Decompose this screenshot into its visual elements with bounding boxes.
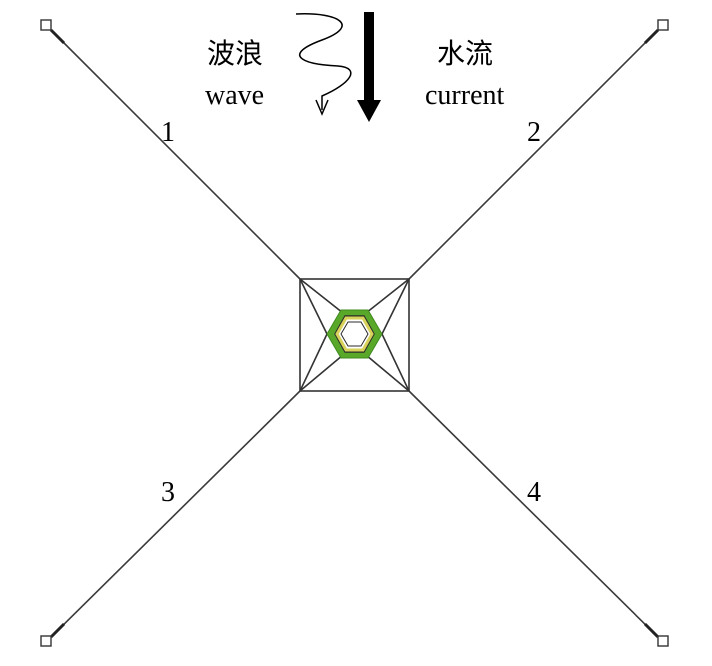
mooring-line-1 [46,25,301,280]
mooring-line-2 [408,25,663,280]
bridle-line [381,278,410,335]
mooring-line-4 [408,390,663,642]
bridle-line [299,354,344,392]
frame-square [299,278,410,392]
wave-label-zh: 波浪 [207,37,263,70]
mooring-line-number-4: 4 [527,477,541,508]
mooring-lines [46,25,663,642]
hexagon-cage-icon [326,309,383,359]
wavy-arrow-icon [295,13,352,116]
bridle-line [381,333,410,392]
anchor-square-icon [40,635,52,647]
bridle-line [365,278,410,314]
anchor-square-icon [40,19,52,31]
mooring-line-number-3: 3 [161,477,175,508]
mooring-line-3 [46,390,301,642]
anchors [40,19,669,647]
anchor-square-icon [657,635,669,647]
anchor-chain-segments [49,28,660,639]
central-frame [299,278,410,392]
current-label-en: current [425,80,505,111]
current-label-zh: 水流 [437,37,493,70]
wave-label-en: wave [205,80,264,111]
bridle-line [365,354,410,392]
bridle-line [299,278,328,335]
bridle-line [299,278,344,314]
mooring-line-number-2: 2 [527,117,541,148]
mooring-line-number-1: 1 [161,117,175,148]
thick-down-arrow-icon [357,12,381,122]
bridle-line [299,333,328,392]
anchor-square-icon [657,19,669,31]
